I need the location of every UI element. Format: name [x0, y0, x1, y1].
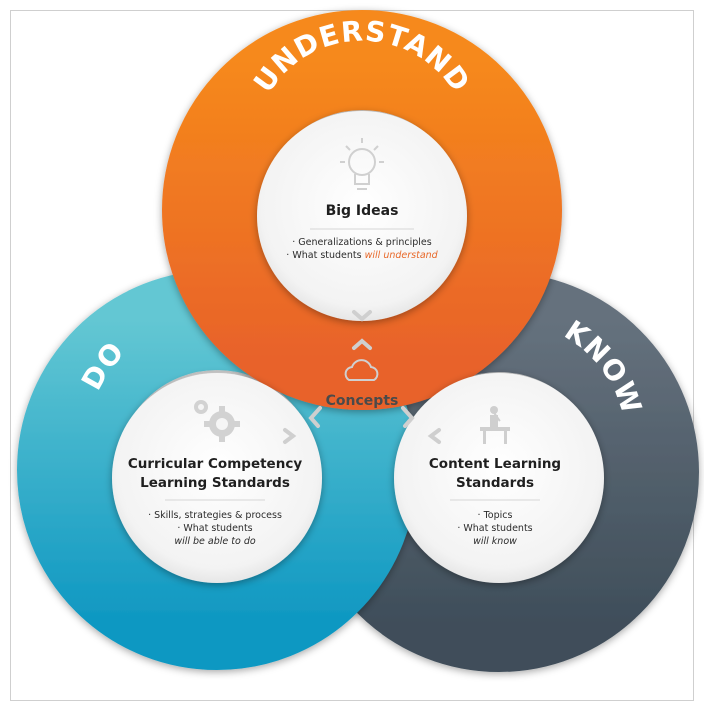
cloud-icon [344, 359, 379, 381]
content-title-line2: Standards [456, 475, 534, 491]
chevron-down-icon [352, 310, 372, 322]
content-line1: · Topics [478, 510, 513, 521]
big-ideas-disc [257, 111, 467, 321]
big-ideas-title: Big Ideas [326, 203, 399, 219]
gears-icon [194, 400, 240, 442]
concepts-label: Concepts [326, 393, 399, 409]
curricular-disc [112, 373, 322, 583]
chevron-left-small-icon [427, 428, 441, 444]
content-line3: will know [473, 536, 517, 547]
lightbulb-icon [340, 138, 384, 190]
curricular-title-line2: Learning Standards [140, 475, 290, 491]
chevron-right-small-icon [283, 428, 297, 444]
curricular-line1: · Skills, strategies & process [148, 510, 282, 521]
big-ideas-line2: · What students will understand [286, 250, 438, 261]
chevron-up-icon [352, 338, 372, 350]
teacher-board-icon [480, 406, 510, 444]
curricular-title-line1: Curricular Competency [128, 456, 302, 472]
content-title-line1: Content Learning [429, 456, 561, 472]
chevron-left-icon [308, 406, 322, 428]
chevron-right-icon [401, 406, 415, 428]
content-line2: · What students [457, 523, 532, 534]
curricular-line3: will be able to do [174, 536, 256, 547]
big-ideas-line1: · Generalizations & principles [292, 237, 431, 248]
content-disc [394, 373, 604, 583]
curricular-line2: · What students [177, 523, 252, 534]
